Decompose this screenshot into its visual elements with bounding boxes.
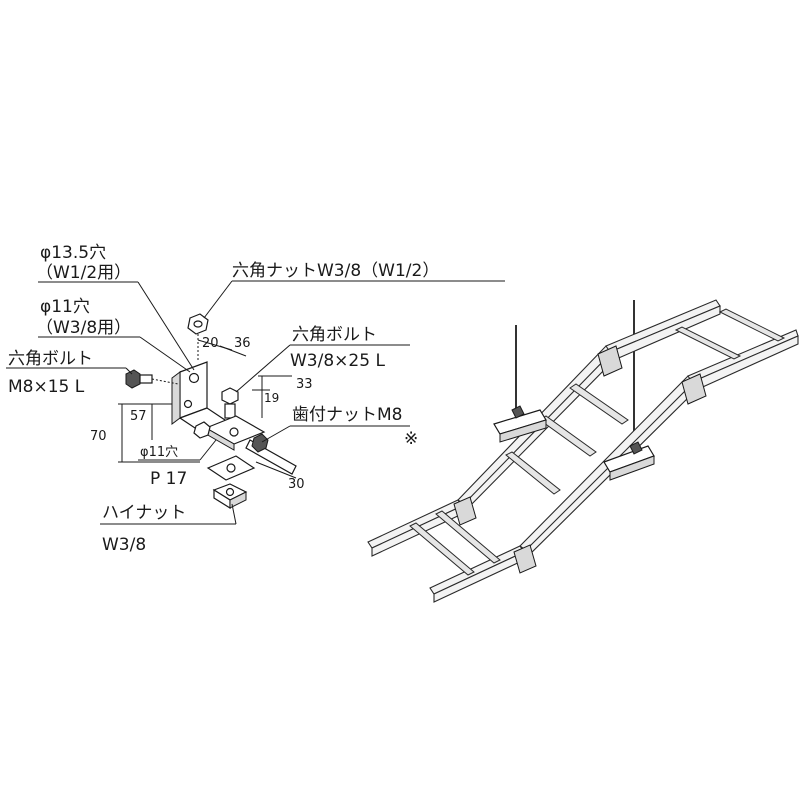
label-hex-bolt-right-size: W3/8×25 L [290,351,385,371]
exploded-parts-drawing: φ13.5穴 （W1/2用） φ11穴 （W3/8用） 六角ナットW3/8（W1… [6,243,505,555]
label-hex-bolt-right: 六角ボルト [292,325,377,345]
hex-nut-lower-icon [193,421,211,439]
joint-plate-top-left [597,345,623,377]
hex-bolt-right-icon [221,387,239,419]
toothed-nut-icon [251,433,269,453]
l-bracket [171,361,230,433]
bracket-hole-top [188,372,200,384]
dim-20: 20 [202,336,219,351]
label-note-mark: ※ [404,429,418,449]
hex-nut-top-icon [187,313,209,360]
dimension-lines [118,339,297,479]
label-hex-bolt-left: 六角ボルト [8,349,93,369]
cable-ladder-illustration [367,299,799,603]
label-high-nut-size: W3/8 [102,535,146,555]
dim-33: 33 [296,377,313,392]
high-nut-icon [212,483,248,510]
label-hole-small-use: （W3/8用） [36,318,131,338]
label-hex-nut: 六角ナットW3/8（W1/2） [232,261,439,281]
joint-plate-bottom-right [513,544,537,574]
hex-bolt-left-icon [125,369,179,389]
dim-19: 19 [264,391,279,405]
label-hole-large: φ13.5穴 [40,243,106,263]
label-hole-bottom: φ11穴 [140,445,178,460]
bracket-hole-side [183,399,193,409]
label-hole-small: φ11穴 [40,297,90,317]
dim-36: 36 [234,336,251,351]
dim-70: 70 [90,429,107,444]
plate-p17 [206,455,256,481]
dim-30: 30 [288,477,305,492]
label-toothed-nut: 歯付ナットM8 [292,405,402,425]
leader-lines [6,280,505,525]
dim-57: 57 [130,409,147,424]
label-hole-large-use: （W1/2用） [36,263,131,283]
joint-plate-top-right [681,373,707,405]
label-high-nut: ハイナット [102,503,186,523]
label-plate: P 17 [150,469,187,489]
joint-plate-bottom-left [453,496,477,526]
label-hex-bolt-left-size: M8×15 L [8,377,85,397]
